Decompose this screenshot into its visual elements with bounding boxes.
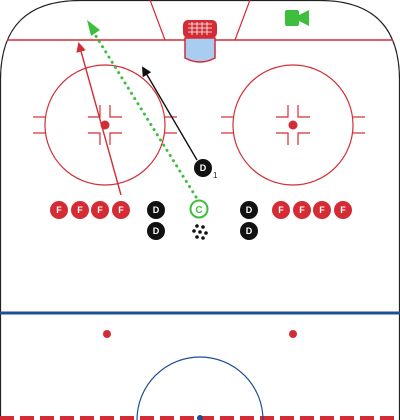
- defense-player: D: [240, 201, 258, 219]
- forward-player: F: [293, 201, 311, 219]
- forward-label: F: [299, 205, 305, 215]
- neutral-dot-left: [103, 330, 111, 338]
- forward-player: F: [334, 201, 352, 219]
- forward-label: F: [56, 205, 62, 215]
- forward-player: F: [50, 201, 68, 219]
- defense-d1-label: D: [200, 163, 207, 173]
- forward-label: F: [278, 205, 284, 215]
- right-faceoff-circle: [221, 64, 365, 186]
- defense-left-group: D D: [147, 201, 165, 240]
- hockey-net-icon: [183, 20, 217, 63]
- forward-player: F: [71, 201, 89, 219]
- center-circle: [136, 356, 264, 420]
- neutral-dot-right: [289, 330, 297, 338]
- forwards-left-group: F F F F: [50, 201, 130, 219]
- defense-label: D: [153, 226, 160, 236]
- coach-label: C: [195, 205, 202, 216]
- forward-player: F: [313, 201, 331, 219]
- skate-route-defense: [142, 66, 198, 161]
- video-camera-icon: [285, 10, 309, 26]
- defense-label: D: [246, 205, 253, 215]
- pass-arrowhead: [87, 20, 100, 36]
- defense-player: D: [147, 222, 165, 240]
- pass-route: [92, 31, 198, 199]
- forward-label: F: [319, 205, 325, 215]
- forwards-right-group: F F F F: [272, 201, 352, 219]
- defense-right-group: D D: [240, 201, 258, 240]
- right-faceoff-dot: [288, 120, 298, 130]
- trapezoid-left: [149, 0, 166, 41]
- forward-label: F: [118, 205, 124, 215]
- forward-label: F: [97, 205, 103, 215]
- forward-player: F: [91, 201, 109, 219]
- defense-player: D: [240, 222, 258, 240]
- defense-player: D: [147, 201, 165, 219]
- forward-player: F: [272, 201, 290, 219]
- forward-label: F: [340, 205, 346, 215]
- coach-marker: C: [189, 199, 209, 219]
- defense-d1-subscript: 1: [213, 171, 218, 180]
- center-dot: [197, 415, 203, 420]
- defense-label: D: [153, 205, 160, 215]
- forward-player: F: [112, 201, 130, 219]
- defense-player-d1: D 1: [194, 159, 218, 180]
- forward-label: F: [77, 205, 83, 215]
- puck-pile-icon: [192, 224, 208, 240]
- defense-label: D: [246, 226, 253, 236]
- trapezoid-right: [234, 0, 251, 41]
- skate-route-forward: [76, 42, 122, 196]
